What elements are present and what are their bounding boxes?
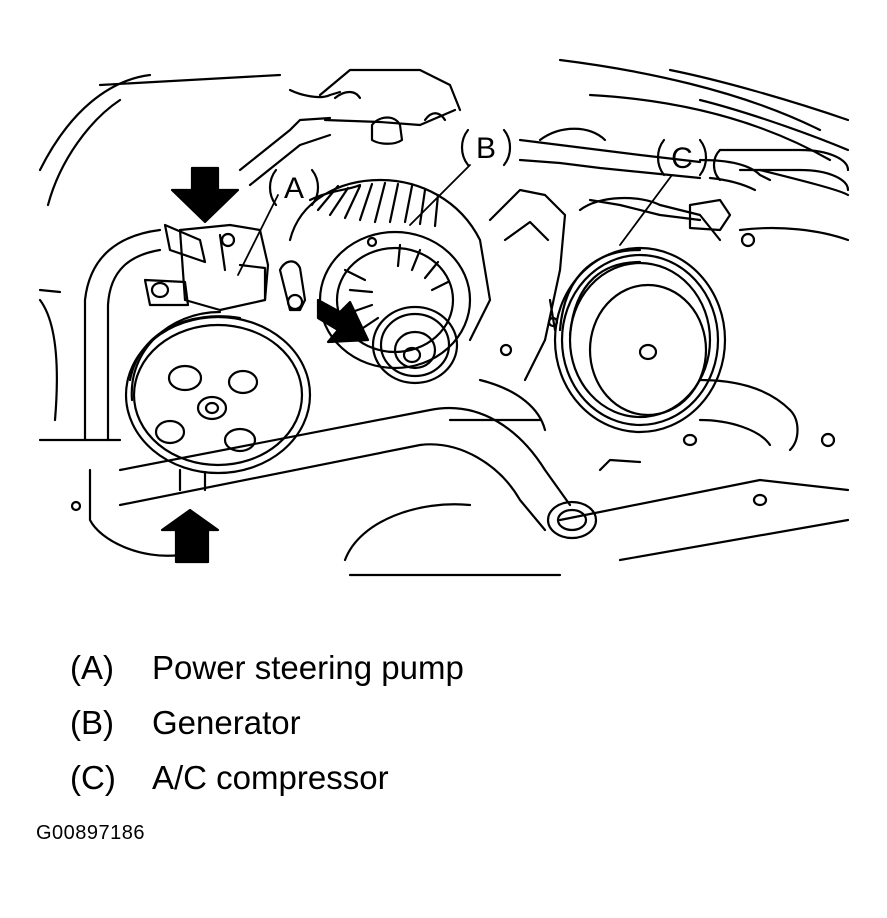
leader-lines: [237, 164, 673, 276]
arrow-left-icon: [316, 298, 370, 344]
legend-row-b: (B) Generator: [70, 703, 830, 758]
left-hose: [83, 223, 207, 442]
legend-text: A/C compressor: [152, 759, 389, 796]
callout-b-label: B: [476, 132, 496, 165]
engine-bay-outline: [38, 58, 850, 577]
power-steering-pump: [124, 223, 312, 492]
indicator-arrows: [160, 166, 370, 564]
upper-hoses: [238, 68, 850, 192]
legend-key: (B): [70, 704, 114, 741]
callout-a: A: [268, 168, 320, 207]
callout-c-label: C: [671, 142, 693, 175]
arrow-down-icon: [170, 166, 240, 224]
generator: [278, 178, 513, 385]
ac-compressor: [547, 197, 756, 434]
legend-row-a: (A) Power steering pump: [70, 648, 830, 703]
callout-b: B: [460, 128, 512, 167]
callout-c: C: [656, 138, 708, 177]
callout-a-label: A: [284, 172, 304, 205]
figure-id: G00897186: [36, 822, 146, 844]
legend-row-c: (C) A/C compressor: [70, 758, 830, 813]
legend-text: Generator: [152, 704, 301, 741]
legend-text: Power steering pump: [152, 649, 464, 686]
lower-pipe: [70, 378, 836, 540]
legend-key: (A): [70, 649, 114, 686]
engine-belt-illustration: A B C: [38, 58, 850, 577]
arrow-up-icon: [160, 508, 220, 564]
legend-key: (C): [70, 759, 116, 796]
parts-legend: (A) Power steering pump (B) Generator (C…: [70, 648, 830, 813]
